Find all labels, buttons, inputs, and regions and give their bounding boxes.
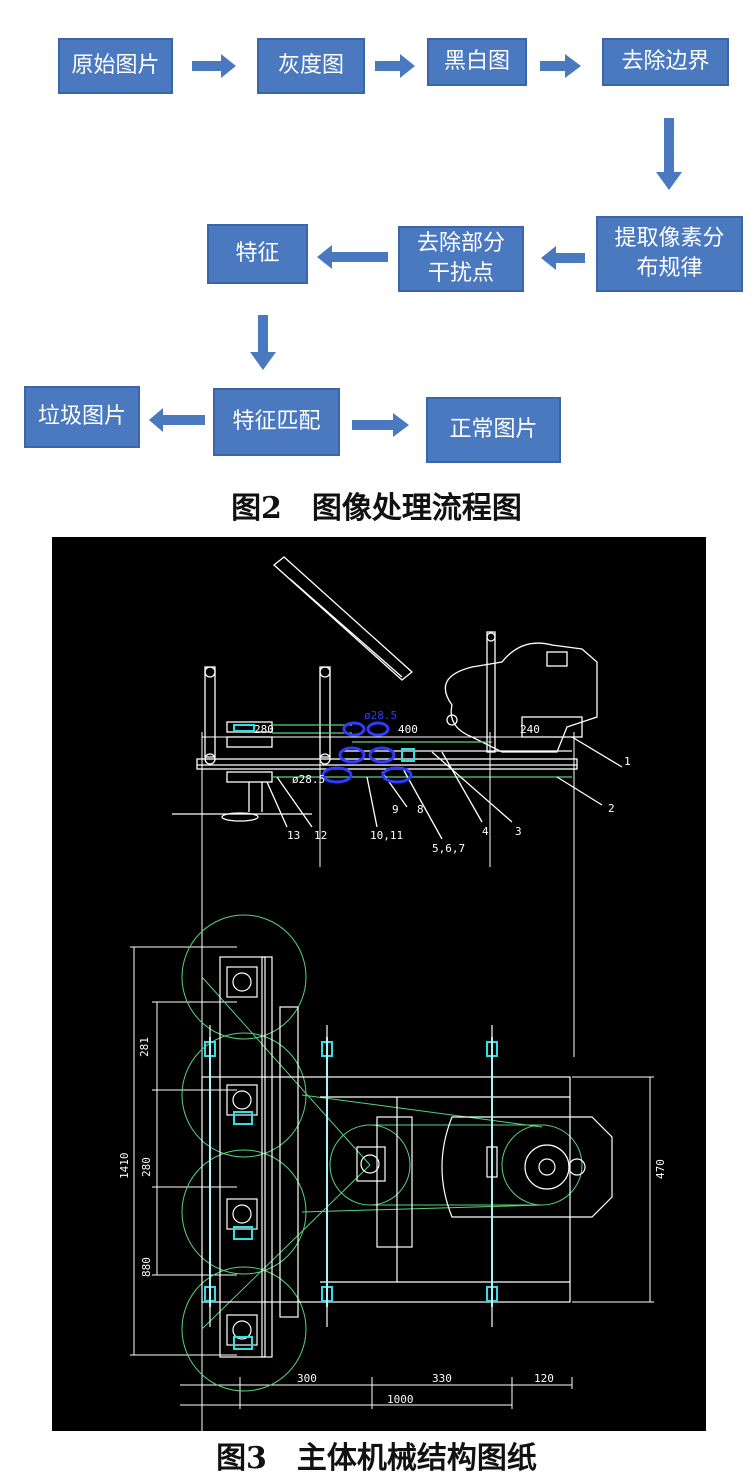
cad-drawing: 1 2 3 4 5,6,7 8 9 10,11 12 13 ø28.5 ø28.… <box>52 537 706 1431</box>
dim-left-3: 880 <box>140 1257 153 1277</box>
flow-arrows <box>149 54 682 437</box>
label-part-3: 3 <box>515 825 522 838</box>
box-feature-match-label: 特征匹配 <box>232 409 321 434</box>
dim-left-total: 1410 <box>118 1153 131 1180</box>
label-part-8: 8 <box>417 803 424 816</box>
arrow-down-1 <box>656 118 682 190</box>
post-right <box>486 631 496 753</box>
dim-bottom-3: 120 <box>534 1372 554 1385</box>
dim-right: 470 <box>654 1159 667 1179</box>
box-black-white: 黑白图 <box>427 38 527 86</box>
label-part-12: 12 <box>314 829 327 842</box>
label-part-2: 2 <box>608 802 615 815</box>
dim-bottom-1: 300 <box>297 1372 317 1385</box>
arrow-left-2 <box>317 245 388 269</box>
box-grayscale: 灰度图 <box>257 38 365 94</box>
post-left-1 <box>204 666 216 758</box>
box-grayscale-label: 灰度图 <box>277 53 344 78</box>
box-normal-image: 正常图片 <box>426 397 561 463</box>
frame <box>201 1076 571 1303</box>
box-remove-noise-line1: 去除部分 <box>416 231 505 256</box>
dim-bottom-total: 1000 <box>387 1393 414 1406</box>
side-view <box>172 556 623 840</box>
box-remove-border-label: 去除边界 <box>621 49 710 74</box>
label-part-1011: 10,11 <box>370 829 403 842</box>
box-black-white-label: 黑白图 <box>443 49 510 74</box>
box-remove-noise: 去除部分 干扰点 <box>398 226 524 292</box>
cad-svg: 1 2 3 4 5,6,7 8 9 10,11 12 13 ø28.5 ø28.… <box>118 556 667 1431</box>
dim-top-1: 280 <box>254 723 274 736</box>
label-note-left: ø28.5 <box>292 773 325 786</box>
label-part-567: 5,6,7 <box>432 842 465 855</box>
box-original-image: 原始图片 <box>58 38 173 94</box>
label-part-4: 4 <box>482 825 489 838</box>
figure2-caption: 图2 图像处理流程图 <box>231 491 522 526</box>
arrow-right-3 <box>540 54 581 78</box>
label-note-top: ø28.5 <box>364 709 397 722</box>
box-original-image-label: 原始图片 <box>71 53 160 78</box>
box-normal-image-label: 正常图片 <box>449 417 538 442</box>
label-part-13: 13 <box>287 829 300 842</box>
dim-left-2: 280 <box>140 1157 153 1177</box>
box-feature-match: 特征匹配 <box>213 388 340 456</box>
arrow-down-2 <box>250 315 276 370</box>
dim-bottom-2: 330 <box>432 1372 452 1385</box>
dim-top-3: 240 <box>520 723 540 736</box>
arrow-right-1 <box>192 54 236 78</box>
label-part-9: 9 <box>392 803 399 816</box>
box-remove-noise-line2: 干扰点 <box>427 261 494 286</box>
dim-top-2: 400 <box>398 723 418 736</box>
plan-view <box>130 732 654 1431</box>
box-pixel-distribution-line2: 布规律 <box>636 256 703 281</box>
box-feature-label: 特征 <box>235 241 280 266</box>
arrow-left-3 <box>149 408 205 432</box>
arrow-right-4 <box>352 413 409 437</box>
box-remove-border: 去除边界 <box>602 38 729 86</box>
post-left-2 <box>319 666 331 758</box>
figure3-caption: 图3 主体机械结构图纸 <box>216 1441 537 1476</box>
inclined-arm <box>272 556 414 681</box>
label-part-1: 1 <box>624 755 631 768</box>
arrow-left-1 <box>541 246 585 270</box>
arrow-right-2 <box>375 54 415 78</box>
box-garbage-image-label: 垃圾图片 <box>37 404 126 429</box>
box-garbage-image: 垃圾图片 <box>24 386 140 448</box>
box-feature: 特征 <box>207 224 308 284</box>
dim-left-1: 281 <box>138 1037 151 1057</box>
gearbox <box>444 642 598 753</box>
box-pixel-distribution-line1: 提取像素分 <box>614 226 725 251</box>
box-pixel-distribution: 提取像素分 布规律 <box>596 216 743 292</box>
